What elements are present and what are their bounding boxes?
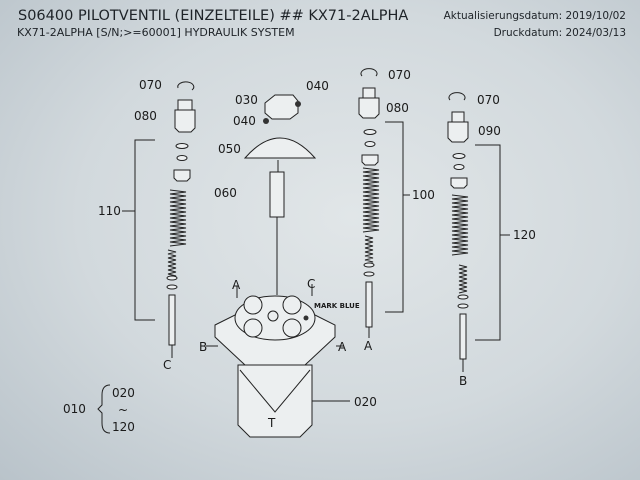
spring [167, 249, 177, 279]
callout-040: 040 [306, 79, 329, 93]
port-label-t: T [267, 416, 276, 430]
callout-080: 080 [134, 109, 157, 123]
print-date: Druckdatum: 2024/03/13 [493, 27, 626, 39]
callout-120: 120 [112, 420, 135, 434]
port-label-b: B [199, 340, 207, 354]
callout-010: 010 [63, 402, 86, 416]
callout-050: 050 [218, 142, 241, 156]
spring [362, 167, 380, 233]
spring [451, 194, 469, 256]
springs [167, 167, 469, 294]
callout-020: 020 [112, 386, 135, 400]
page-title: S06400 PILOTVENTIL (EINZELTEILE) ## KX71… [18, 8, 409, 24]
update-date: Aktualisierungsdatum: 2019/10/02 [443, 10, 626, 22]
callout-060: 060 [214, 186, 237, 200]
port-label-a: A [338, 340, 347, 354]
port-label-a: A [364, 339, 373, 353]
cam-plate-assembly [206, 94, 350, 438]
set-bracket [97, 384, 111, 434]
spring [169, 189, 187, 247]
spring [458, 264, 468, 294]
callout-080: 080 [386, 101, 409, 115]
plunger-assembly-left [122, 81, 196, 358]
page-subtitle: KX71-2ALPHA [S/N;>=60001] HYDRAULIK SYST… [17, 26, 295, 39]
plunger-assembly-middle [358, 68, 410, 338]
callout-020: 020 [354, 395, 377, 409]
port-label-a: A [232, 278, 241, 292]
range-tilde: ~ [118, 403, 128, 417]
callout-100: 100 [412, 188, 435, 202]
mark-blue-note: MARK BLUE [314, 302, 360, 310]
port-label-c: C [163, 358, 171, 372]
callout-070: 070 [139, 78, 162, 92]
callout-030: 030 [235, 93, 258, 107]
callout-070: 070 [477, 93, 500, 107]
port-label-b: B [459, 374, 467, 388]
callout-120: 120 [513, 228, 536, 242]
callout-090: 090 [478, 124, 501, 138]
callout-070: 070 [388, 68, 411, 82]
spring [364, 235, 374, 265]
callout-110: 110 [98, 204, 121, 218]
callout-040: 040 [233, 114, 256, 128]
plunger-assembly-right [447, 92, 510, 372]
port-label-c: C [307, 277, 315, 291]
